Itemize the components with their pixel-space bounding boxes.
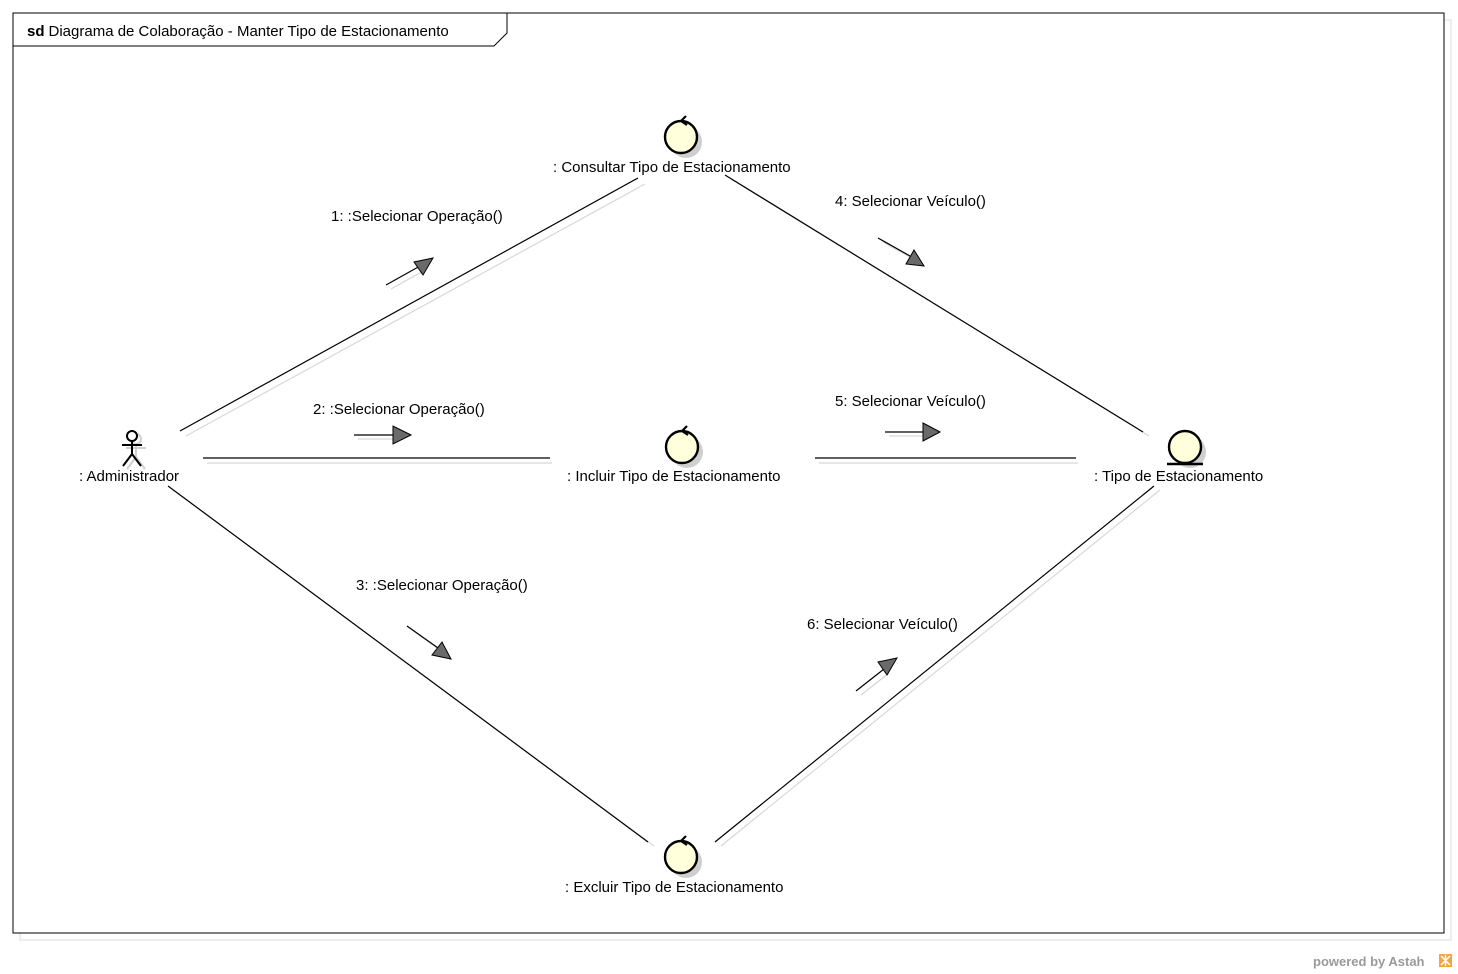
frame-title-text: Diagrama de Colaboração - Manter Tipo de… xyxy=(49,23,449,40)
links xyxy=(167,174,1161,847)
message-arrow-icon xyxy=(885,422,942,442)
message-label-2: 2: :Selecionar Operação() xyxy=(313,401,485,418)
astah-logo-icon xyxy=(1439,954,1452,967)
object-tipo-estacionamento[interactable]: : Tipo de Estacionamento xyxy=(1094,429,1263,485)
stick-figure-icon xyxy=(122,430,146,470)
message-arrow-icon xyxy=(877,237,925,267)
footer: powered by Astah xyxy=(1313,954,1452,969)
frame-keyword: sd xyxy=(27,23,45,40)
message-label-4: 4: Selecionar Veículo() xyxy=(835,193,986,210)
link-consultar-tipo[interactable] xyxy=(724,174,1144,433)
message-arrow-icon xyxy=(855,657,899,696)
actor-administrador[interactable]: : Administrador xyxy=(79,430,179,485)
message-arrow-icon xyxy=(385,257,435,290)
link-shadow-admin-consultar xyxy=(185,183,646,437)
message-arrow-icon xyxy=(354,425,413,445)
object-label-incluir: : Incluir Tipo de Estacionamento xyxy=(567,468,780,485)
object-consultar[interactable]: : Consultar Tipo de Estacionamento xyxy=(553,115,791,176)
powered-by-text: powered by Astah xyxy=(1313,954,1425,969)
message-arrows xyxy=(354,237,942,696)
control-circle-icon xyxy=(663,115,702,158)
object-label-tipo: : Tipo de Estacionamento xyxy=(1094,468,1263,485)
message-arrow-icon xyxy=(406,625,452,660)
control-circle-icon xyxy=(663,835,702,878)
message-label-3: 3: :Selecionar Operação() xyxy=(356,577,528,594)
object-label-excluir: : Excluir Tipo de Estacionamento xyxy=(565,879,783,896)
object-label-administrador: : Administrador xyxy=(79,468,179,485)
entity-circle-icon xyxy=(1167,429,1206,468)
message-label-6: 6: Selecionar Veículo() xyxy=(807,616,958,633)
object-incluir[interactable]: : Incluir Tipo de Estacionamento xyxy=(567,425,780,485)
link-admin-excluir[interactable] xyxy=(167,485,649,843)
message-label-1: 1: :Selecionar Operação() xyxy=(331,208,503,225)
control-circle-icon xyxy=(664,425,703,468)
message-label-5: 5: Selecionar Veículo() xyxy=(835,393,986,410)
object-label-consultar: : Consultar Tipo de Estacionamento xyxy=(553,159,791,176)
message-labels: 1: :Selecionar Operação() 2: :Selecionar… xyxy=(313,193,986,633)
link-admin-consultar[interactable] xyxy=(179,177,639,432)
link-shadow-excluir-tipo xyxy=(720,489,1161,847)
link-excluir-tipo[interactable] xyxy=(714,485,1155,843)
object-excluir[interactable]: : Excluir Tipo de Estacionamento xyxy=(565,835,783,896)
